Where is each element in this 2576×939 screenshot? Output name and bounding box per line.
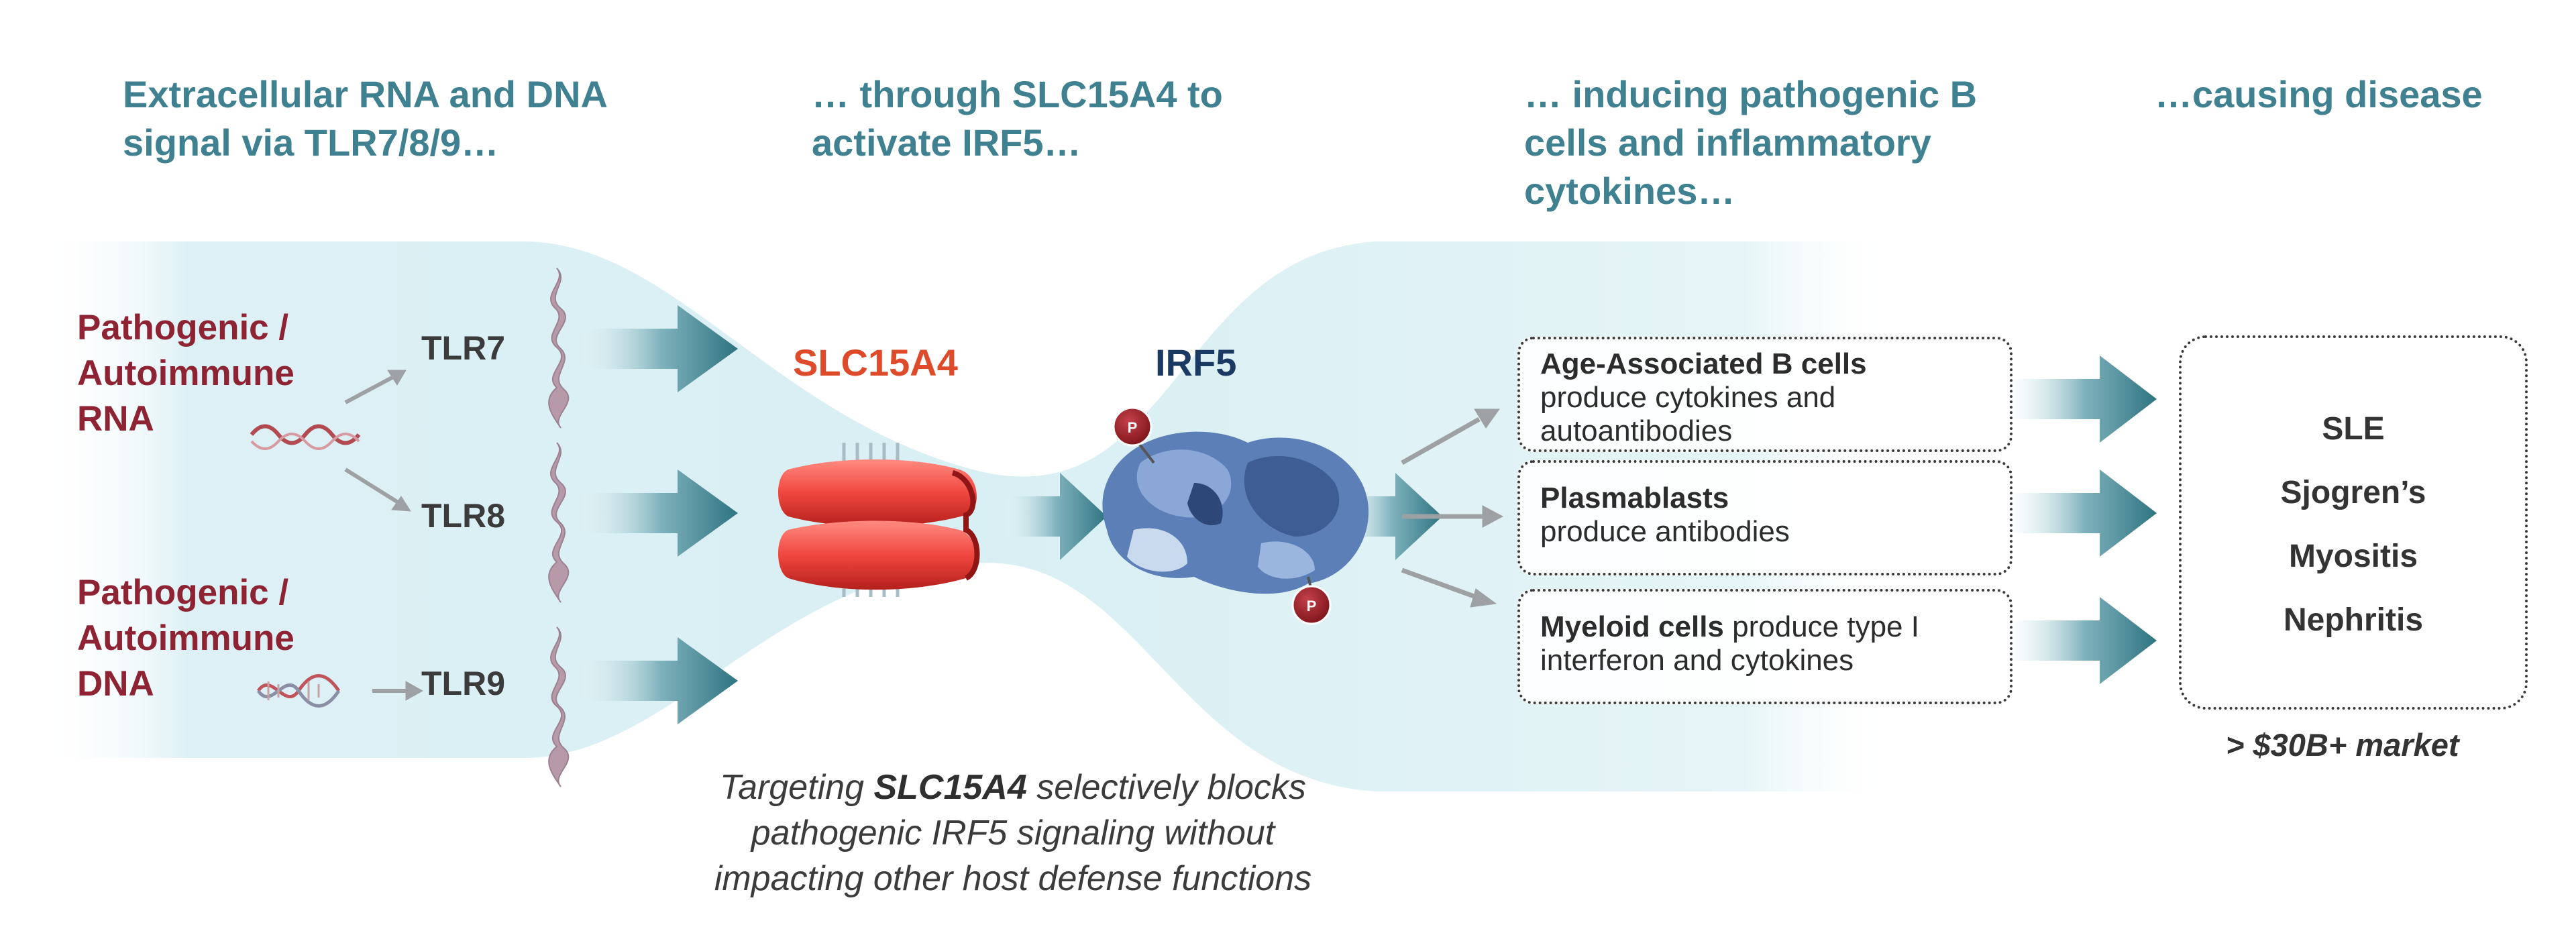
source-arrows bbox=[344, 370, 424, 701]
slc15a4-label: SLC15A4 bbox=[793, 341, 958, 384]
tlr-receptor-icon bbox=[548, 268, 570, 429]
tlr-receptor-icon bbox=[548, 442, 570, 603]
outcome-box-abc: Age-Associated B cells produce cytokines… bbox=[1517, 337, 2012, 452]
disease-sle: SLE bbox=[2322, 411, 2385, 447]
header-step2: … through SLC15A4 to activate IRF5… bbox=[812, 73, 1223, 164]
outcome-title: Myeloid cells bbox=[1540, 610, 1724, 643]
teal-arrow-icon bbox=[2012, 597, 2157, 684]
rna-strand-icon bbox=[250, 424, 361, 450]
outcome-box-plasmablasts: Plasmablasts produce antibodies bbox=[1517, 460, 2012, 575]
tlr8-label: TLR8 bbox=[421, 497, 505, 535]
market-size: > $30B+ market bbox=[2226, 727, 2459, 763]
teal-arrow-icon bbox=[2012, 355, 2157, 443]
targeting-post: selectively blocks pathogenic IRF5 signa… bbox=[714, 768, 1312, 898]
source-rna-label: Pathogenic / Autoimmune RNA bbox=[77, 308, 294, 439]
outcome-arrows bbox=[1401, 408, 1504, 608]
outcome-text: produce type I interferon and cytokines bbox=[1540, 610, 1919, 677]
irf5-protein-icon bbox=[1102, 431, 1369, 594]
phosphate-icon bbox=[1112, 406, 1155, 464]
outcome-title: Age-Associated B cells bbox=[1540, 347, 1867, 380]
header-step3: … inducing pathogenic B cells and inflam… bbox=[1524, 73, 1978, 212]
teal-arrow-icon bbox=[584, 637, 738, 724]
outcome-box-myeloid: Myeloid cells produce type I interferon … bbox=[1517, 589, 2012, 704]
targeting-pre: Targeting bbox=[720, 768, 874, 807]
tlr-receptor-icon bbox=[548, 626, 570, 787]
outcome-text: produce cytokines and autoantibodies bbox=[1540, 381, 1836, 447]
teal-arrow-icon bbox=[584, 305, 738, 392]
tlr7-label: TLR7 bbox=[421, 329, 505, 367]
tlr9-label: TLR9 bbox=[421, 665, 505, 702]
source-dna-label: Pathogenic / Autoimmune DNA bbox=[77, 573, 294, 704]
teal-arrow-icon bbox=[1006, 473, 1107, 560]
disease-nephritis: Nephritis bbox=[2283, 602, 2424, 638]
disease-sjogrens: Sjogren’s bbox=[2280, 475, 2426, 510]
irf5-label: IRF5 bbox=[1155, 341, 1237, 384]
slc15a4-transporter-icon bbox=[778, 443, 980, 597]
targeting-caption: Targeting SLC15A4 selectively blocks pat… bbox=[610, 765, 1415, 901]
outcome-text: produce antibodies bbox=[1540, 515, 1790, 548]
teal-arrow-icon bbox=[584, 470, 738, 557]
header-step4: …causing disease bbox=[2155, 73, 2483, 115]
phosphate-label: P bbox=[1307, 598, 1317, 614]
disease-myositis: Myositis bbox=[2288, 539, 2418, 574]
teal-arrow-icon bbox=[2012, 470, 2157, 557]
outcome-title: Plasmablasts bbox=[1540, 482, 1729, 514]
phosphate-icon bbox=[1291, 576, 1332, 625]
header-step1: Extracellular RNA and DNA signal via TLR… bbox=[123, 73, 608, 164]
teal-arrow-icon bbox=[1342, 473, 1442, 560]
targeting-bold: SLC15A4 bbox=[873, 768, 1027, 807]
phosphate-label: P bbox=[1128, 419, 1138, 436]
disease-box: SLE Sjogren’s Myositis Nephritis bbox=[2179, 335, 2528, 710]
dna-helix-icon bbox=[256, 674, 341, 708]
